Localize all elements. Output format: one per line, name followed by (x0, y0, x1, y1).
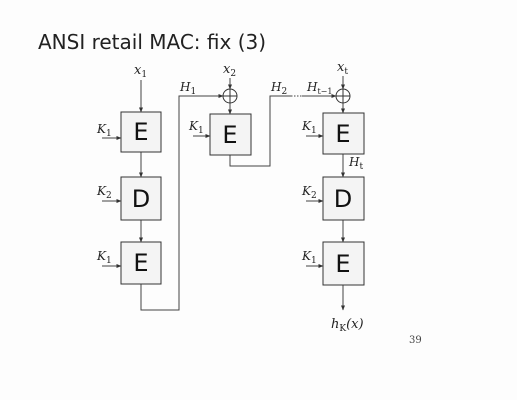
block-c1-e: E (120, 111, 162, 153)
chain-label-h2: H2 (270, 80, 287, 97)
svg-text:K1: K1 (301, 249, 317, 266)
input-label-xt: xt (337, 60, 348, 77)
svg-text:D: D (132, 185, 150, 213)
svg-text:E: E (222, 121, 237, 149)
block-c1-e2: E (120, 241, 162, 285)
wire-h2 (229, 95, 291, 167)
svg-text:D: D (334, 185, 352, 213)
wire-h1 (140, 94, 224, 311)
svg-text:E: E (133, 249, 148, 277)
svg-text:K1: K1 (301, 119, 317, 136)
block-c2-e: E (209, 113, 252, 156)
block-c1-d: D (120, 176, 162, 221)
block-ct-e2: E (322, 241, 365, 286)
page-number: 39 (409, 335, 422, 346)
chain-label-h1: H1 (179, 80, 196, 97)
block-ct-d: D (322, 176, 365, 221)
xor-node (335, 88, 351, 104)
slide-title: ANSI retail MAC: fix (3) (38, 30, 266, 54)
svg-text:E: E (335, 250, 350, 278)
svg-text:K1: K1 (188, 119, 204, 136)
output-label: hK(x) (331, 317, 364, 334)
svg-text:E: E (133, 118, 148, 146)
key-c1-b2: K2 (96, 184, 122, 203)
block-ct-e: E (322, 112, 365, 155)
key-c2-b1: K1 (188, 119, 211, 138)
svg-text:K2: K2 (96, 184, 112, 201)
svg-text:K1: K1 (96, 249, 112, 266)
key-ct-b3: K1 (301, 249, 324, 268)
key-c1-b3: K1 (96, 249, 122, 268)
key-ct-b1: K1 (301, 119, 324, 138)
chain-label-ht-minus-1: Ht−1 (306, 80, 332, 96)
xor-node (222, 88, 238, 104)
svg-text:E: E (335, 120, 350, 148)
input-label-x2: x2 (223, 62, 236, 79)
input-label-x1: x1 (134, 63, 147, 80)
key-ct-b2: K2 (301, 184, 324, 203)
chain-label-ht: Ht (348, 155, 363, 172)
key-c1-b1: K1 (96, 122, 122, 140)
svg-text:K1: K1 (96, 122, 112, 139)
svg-text:K2: K2 (301, 184, 317, 201)
